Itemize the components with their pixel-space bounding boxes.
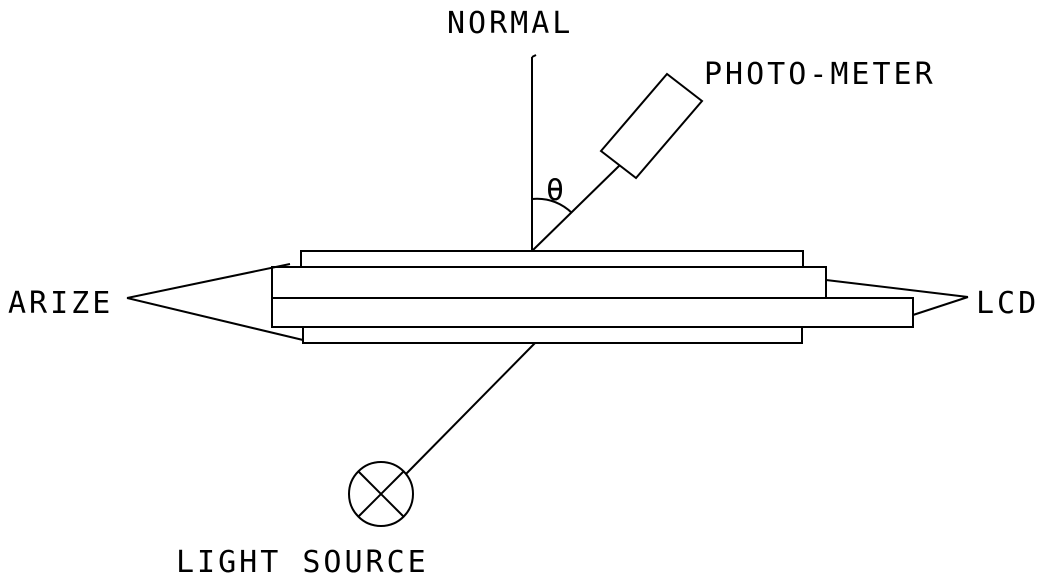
lcd-upper-glass <box>271 266 827 299</box>
incident-ray <box>404 342 536 476</box>
top-polarizer-layer <box>300 250 804 268</box>
photometer-body <box>599 72 704 180</box>
normal-label: NORMAL <box>447 6 573 41</box>
lcd-leader-bottom <box>912 296 969 316</box>
light-source-cross-b <box>358 471 404 517</box>
light-source-label: LIGHT SOURCE <box>176 545 429 578</box>
polarizer-label: ARIZE <box>8 286 113 321</box>
polarizer-leader-top <box>126 263 291 299</box>
normal-line-tick <box>531 54 537 58</box>
polarizer-leader-bottom <box>126 297 304 341</box>
transmitted-ray <box>531 164 621 252</box>
angle-symbol: θ <box>546 173 567 208</box>
bottom-polarizer-layer <box>302 326 803 344</box>
lcd-label: LCD <box>976 286 1039 321</box>
lcd-lower-glass <box>271 297 914 328</box>
photometer-label: PHOTO-METER <box>704 57 936 92</box>
lcd-leader-top <box>825 279 969 298</box>
angle-arc <box>531 197 573 214</box>
